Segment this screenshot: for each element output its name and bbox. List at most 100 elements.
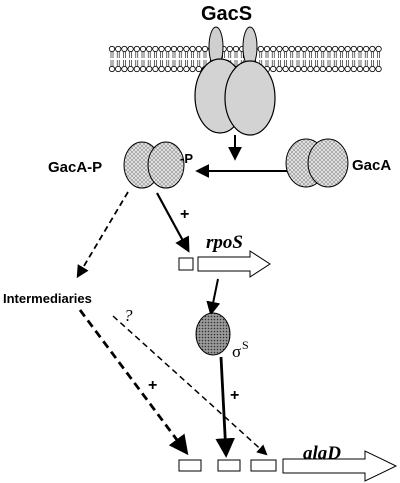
lipid-head [127, 65, 134, 73]
lipid-head [356, 65, 364, 73]
lipid-head [115, 45, 122, 53]
intermediaries-to-algd-bold-dashed-arrow [78, 309, 189, 456]
rpos-label: rpoS [206, 232, 243, 253]
gaca-label: GacA [352, 157, 391, 174]
lipid-head [115, 65, 122, 73]
lipid-head [127, 45, 134, 53]
lipid-head [363, 45, 370, 53]
algd-promoter-box-3 [250, 459, 277, 472]
lipid-head [158, 65, 165, 73]
lipid-head [263, 45, 271, 53]
lipid-head [121, 65, 128, 73]
intermediaries-label: Intermediaries [3, 291, 92, 306]
lipid-head [158, 45, 165, 53]
lipid-head [319, 45, 326, 53]
lipid-head [332, 45, 339, 53]
question-to-algd-dashed-arrow [112, 315, 268, 456]
lipid-head [363, 65, 370, 73]
lipid-head [164, 65, 171, 73]
lipid-head [195, 45, 202, 53]
lipid-head [133, 45, 140, 53]
lipid-head [201, 45, 209, 53]
lipid-head [189, 45, 196, 53]
lipid-head [332, 65, 339, 73]
lipid-head [338, 45, 345, 53]
lipid-head [152, 45, 159, 53]
lipid-head [375, 65, 382, 73]
lipid-head [282, 65, 289, 73]
lipid-head [375, 45, 382, 53]
algd-gene-arrow [282, 450, 398, 482]
gaca-p-label: GacA-P [48, 159, 102, 176]
lipid-head [301, 45, 308, 53]
lipid-head [313, 65, 320, 73]
gaca-p-dimer [123, 141, 185, 189]
lipid-head [270, 45, 277, 53]
algd-dashed-activation-plus: + [148, 377, 157, 394]
lipid-head [319, 65, 326, 73]
lipid-head [232, 45, 240, 53]
lipid-head [294, 65, 302, 73]
lipid-head [152, 65, 159, 73]
lipid-head [108, 65, 116, 73]
lipid-head [356, 45, 364, 53]
lipid-head [282, 45, 289, 53]
lipid-head [307, 45, 314, 53]
lipid-head [177, 45, 184, 53]
lipid-head [369, 45, 376, 53]
lipid-head [257, 45, 264, 53]
lipid-head [133, 65, 140, 73]
lipid-head [369, 65, 376, 73]
lipid-head [189, 65, 196, 73]
lipid-head [344, 65, 351, 73]
algd-sigma-activation-plus: + [230, 387, 239, 404]
phosphate-label: -P [180, 151, 193, 166]
gaca-p-to-rpos-arrow [156, 192, 190, 253]
lipid-head [170, 65, 178, 73]
sigma-to-algd-arrow [215, 356, 235, 458]
lipid-head [294, 45, 302, 53]
lipid-head [108, 45, 116, 53]
lipid-head [288, 65, 295, 73]
cell-membrane [108, 45, 382, 73]
rpos-promoter-box [178, 257, 194, 271]
sigma-s-factor [195, 312, 231, 356]
lipid-head [170, 45, 178, 53]
algd-promoter-box-1 [178, 459, 202, 472]
lipid-head [313, 45, 320, 53]
sigma-superscript: S [242, 338, 249, 352]
lipid-head [276, 65, 283, 73]
lipid-head [350, 65, 357, 73]
lipid-head [164, 45, 171, 53]
lipid-head [270, 65, 277, 73]
gaca-p-to-intermediaries-arrow [76, 191, 129, 279]
lipid-head [301, 65, 308, 73]
lipid-head [177, 65, 184, 73]
gacs-sensor-kinase [194, 26, 276, 136]
algd-promoter-box-2 [217, 459, 241, 472]
rpos-to-sigma-arrow [206, 278, 221, 316]
gacs-label: GacS [201, 3, 252, 25]
lipid-head [350, 45, 357, 53]
rpos-activation-plus: + [180, 206, 189, 223]
gaca-dimer [285, 138, 349, 188]
lipid-head [338, 65, 345, 73]
sigma-label: σ [232, 342, 241, 361]
rpos-gene-arrow [197, 250, 271, 278]
lipid-head [195, 65, 202, 73]
lipid-head [121, 45, 128, 53]
lipid-head [139, 65, 147, 73]
uncertain-link-question: ? [124, 306, 133, 325]
lipid-head [307, 65, 314, 73]
lipid-head [146, 65, 153, 73]
lipid-head [139, 45, 147, 53]
lipid-head [325, 65, 333, 73]
lipid-head [226, 45, 233, 53]
lipid-head [183, 45, 190, 53]
lipid-head [183, 65, 190, 73]
lipid-head [344, 45, 351, 53]
lipid-head [288, 45, 295, 53]
lipid-head [146, 45, 153, 53]
lipid-head [325, 45, 333, 53]
